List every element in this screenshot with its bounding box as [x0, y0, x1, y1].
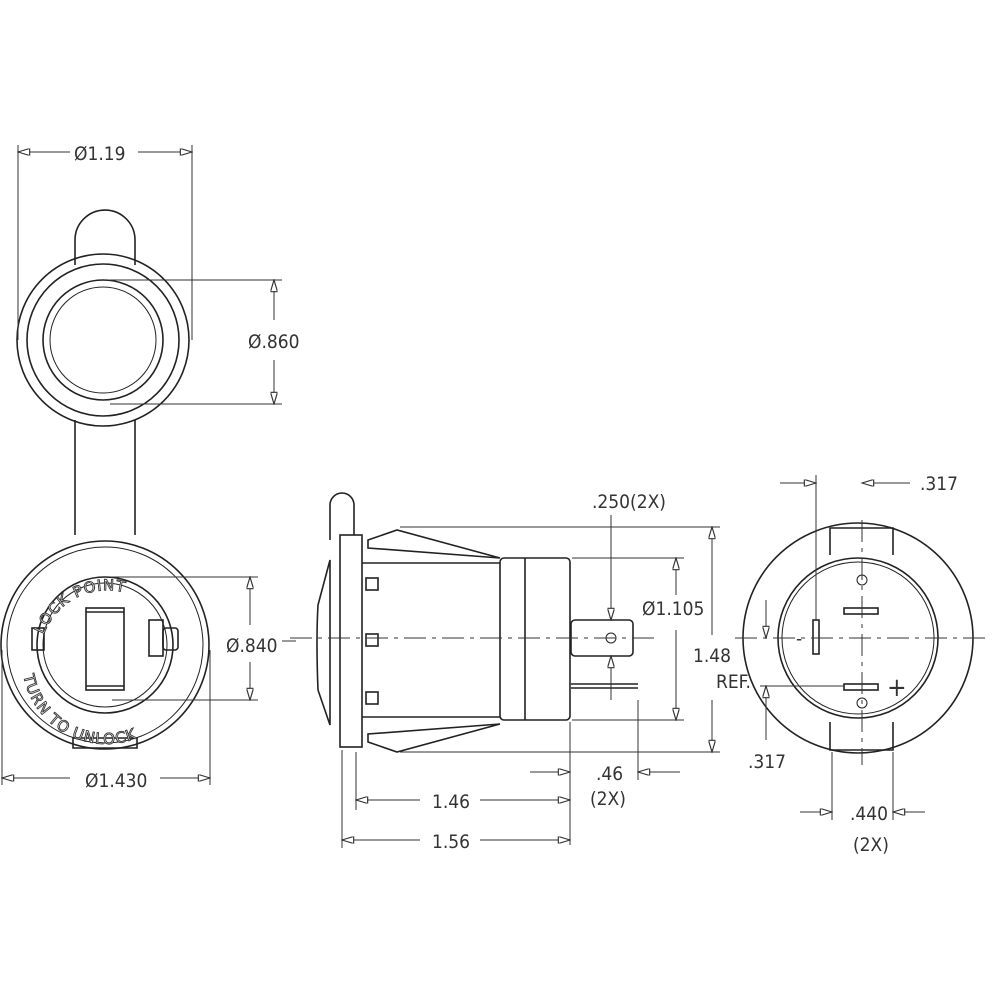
side-view-socket: .250(2X) Ø1.105 1.48 REF. .46 (2X) 1.46 … [290, 491, 751, 853]
dim-body-diameter: Ø1.105 [642, 598, 704, 620]
dim-cap-inner-diameter: Ø.860 [248, 331, 300, 353]
dim-length-long: 1.56 [432, 831, 470, 853]
dim-inner-diameter: Ø.840 [226, 635, 278, 657]
ring-text-turn-to-unlock: TURN TO UNLOCK [19, 671, 139, 748]
ring-text-lock-point: LOCK POINT [31, 576, 128, 636]
top-view-cap: Ø1.19 Ø.860 [16, 143, 300, 535]
rear-view-socket: - + .317 .317 .440 (2X) [735, 473, 990, 856]
dim-offset-top: .317 [920, 473, 958, 495]
dim-length-short: 1.46 [432, 791, 470, 813]
dim-spacing-note: (2X) [853, 834, 889, 856]
dim-spacing: .440 [850, 803, 888, 825]
dim-offset-bottom: .317 [748, 751, 786, 773]
positive-symbol: + [887, 673, 907, 703]
dim-outer-diameter: Ø1.430 [85, 770, 147, 792]
dim-cap-diameter: Ø1.19 [74, 143, 126, 165]
dim-terminal-width: .250(2X) [592, 491, 666, 513]
dim-terminal-offset: .46 [596, 763, 623, 785]
dim-terminal-offset-note: (2X) [590, 788, 626, 810]
dim-height: 1.48 [693, 645, 731, 667]
dim-height-note: REF. [716, 671, 751, 693]
front-view-socket: LOCK POINT TURN TO UNLOCK Ø.840 Ø1.430 [0, 540, 296, 792]
negative-symbol: - [796, 628, 802, 650]
